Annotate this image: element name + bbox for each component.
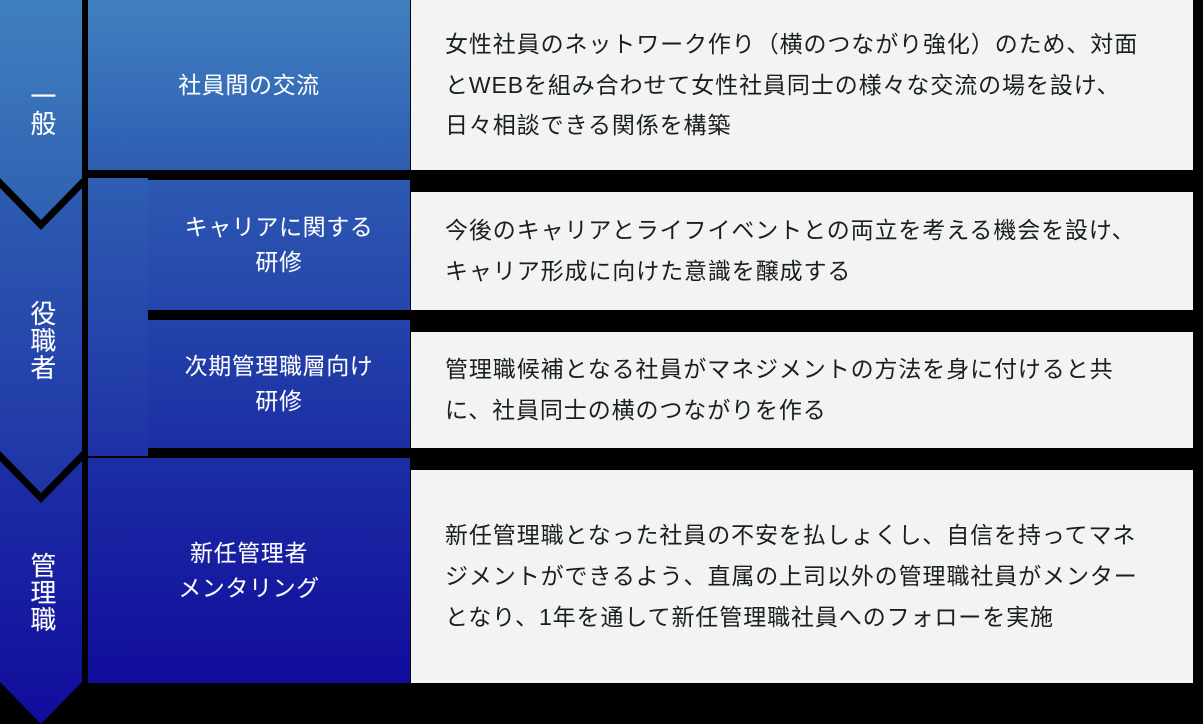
stage-label-supervisor: 役職者	[26, 300, 57, 381]
category-label-new-manager-mentoring: 新任管理者 メンタリング	[178, 539, 320, 601]
description-text-career-training: 今後のキャリアとライフイベントとの両立を考える機会を設け、キャリア形成に向けた意…	[445, 217, 1136, 284]
stage-segment-manager: 管理職	[0, 461, 82, 724]
category-box-career-training[interactable]: キャリアに関する 研修	[148, 180, 410, 310]
category-label-employee-exchange: 社員間の交流	[178, 71, 320, 98]
category-column: 社員間の交流 キャリアに関する 研修 次期管理職層向け 研修 新任管理者 メンタ…	[88, 0, 410, 724]
stage-segment-general: 一般	[0, 0, 82, 220]
description-text-next-manager-training: 管理職候補となる社員がマネジメントの方法を身に付けると共に、社員同士の横のつなが…	[445, 356, 1114, 423]
category-column-filler	[88, 178, 148, 456]
description-text-employee-exchange: 女性社員のネットワーク作り（横のつながり強化）のため、対面とWEBを組み合わせて…	[445, 30, 1139, 139]
category-box-employee-exchange[interactable]: 社員間の交流	[88, 0, 410, 170]
stage-arrow-column: 一般 役職者 管理職	[0, 0, 82, 724]
category-label-next-manager-training: 次期管理職層向け 研修	[184, 353, 374, 414]
category-box-new-manager-mentoring[interactable]: 新任管理者 メンタリング	[88, 458, 410, 683]
description-panel-new-manager-mentoring: 新任管理職となった社員の不安を払しょくし、自信を持ってマネジメントができるよう、…	[411, 470, 1193, 683]
stage-label-manager: 管理職	[26, 552, 57, 633]
description-panel-employee-exchange: 女性社員のネットワーク作り（横のつながり強化）のため、対面とWEBを組み合わせて…	[411, 0, 1193, 170]
stage-segment-supervisor: 役職者	[0, 188, 82, 493]
category-label-career-training: キャリアに関する 研修	[184, 214, 374, 275]
category-box-next-manager-training[interactable]: 次期管理職層向け 研修	[148, 320, 410, 448]
description-panel-next-manager-training: 管理職候補となる社員がマネジメントの方法を身に付けると共に、社員同士の横のつなが…	[411, 332, 1193, 448]
description-panel-career-training: 今後のキャリアとライフイベントとの両立を考える機会を設け、キャリア形成に向けた意…	[411, 192, 1193, 310]
description-text-new-manager-mentoring: 新任管理職となった社員の不安を払しょくし、自信を持ってマネジメントができるよう、…	[445, 522, 1138, 630]
stage-label-general: 一般	[26, 83, 57, 137]
